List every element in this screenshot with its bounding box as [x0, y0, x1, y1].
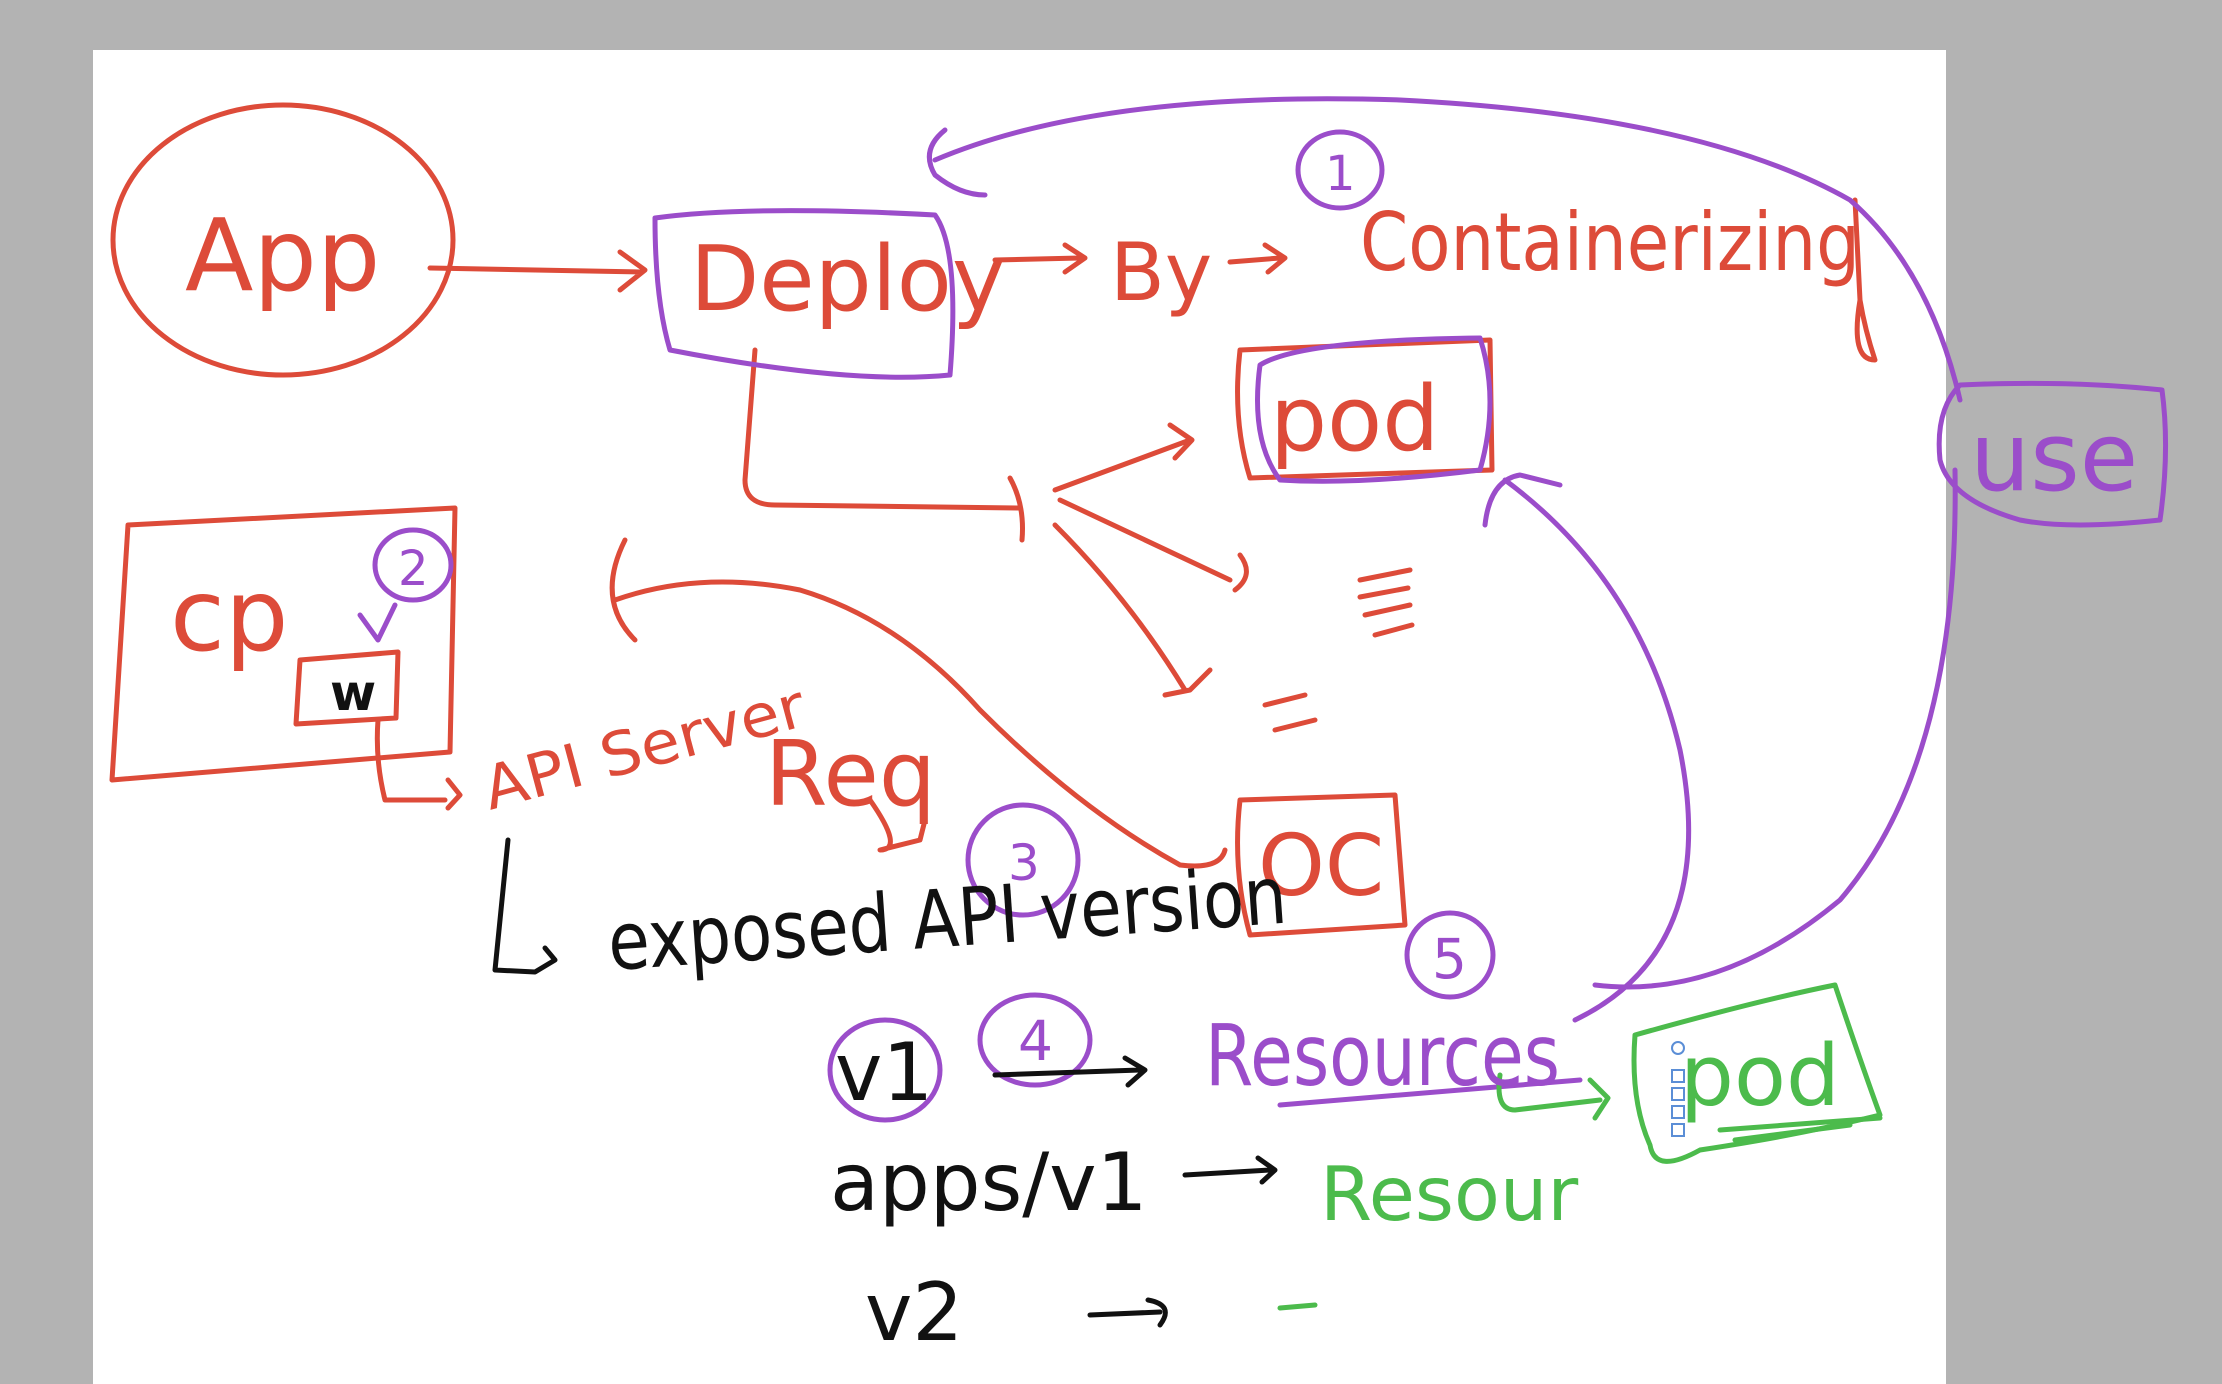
- label-containerizing: Containerizing: [1360, 196, 1860, 289]
- label-resour: Resour: [1320, 1150, 1578, 1238]
- fan-arrow-pod: [1052, 422, 1195, 493]
- label-apps-v1: apps/v1: [830, 1136, 1147, 1229]
- v1-circle: [827, 1017, 943, 1123]
- label-cp: cp: [170, 557, 288, 674]
- deploy-to-by-arrow: [992, 242, 1088, 275]
- exposed-bracket: [492, 837, 558, 975]
- by-to-containerizing-arrow: [1227, 242, 1288, 275]
- step-3-number: 3: [1008, 834, 1040, 892]
- label-v2: v2: [865, 1266, 963, 1359]
- label-app: App: [185, 197, 380, 314]
- step-4-circle: [977, 992, 1093, 1088]
- app-to-deploy-arrow: [427, 249, 648, 293]
- top-arc-to-containerizing: [926, 96, 1963, 403]
- containerizing-hook: [1852, 197, 1878, 363]
- cp-box: [109, 505, 458, 783]
- pod-purple-box: [1255, 335, 1493, 484]
- step-3-circle: [965, 802, 1081, 918]
- label-by: By: [1110, 226, 1212, 319]
- step-5-circle: [1404, 910, 1496, 1000]
- step-1-circle: [1295, 129, 1385, 211]
- oc-box: [1235, 792, 1408, 938]
- v1-arrow: [992, 1055, 1148, 1088]
- deploy-purple-box: [652, 208, 956, 380]
- label-pod-green: pod: [1680, 1027, 1840, 1126]
- deploy-down-line: [742, 347, 1025, 543]
- resources-underline: [1277, 1077, 1583, 1108]
- step-4-number: 4: [1018, 1009, 1053, 1073]
- apps-v1-arrow: [1182, 1155, 1278, 1185]
- selection-handles[interactable]: [1671, 1041, 1685, 1137]
- label-deploy: Deploy: [690, 227, 1005, 332]
- label-exposed-api-version: exposed API version: [605, 849, 1290, 989]
- use-box: [1936, 380, 2169, 528]
- whiteboard-page: [93, 50, 1946, 1384]
- v2-green-dash: [1277, 1302, 1318, 1311]
- resources-to-pod-green-arrow: [1496, 1072, 1611, 1121]
- req-to-oc-curve: [609, 537, 1228, 869]
- use-to-resources-line: [1592, 467, 1958, 990]
- label-api-server: API Server: [476, 671, 813, 824]
- label-pod-top: pod: [1270, 367, 1439, 472]
- label-cp-inner: w: [330, 664, 376, 722]
- step-2-circle: [372, 527, 454, 603]
- label-v1: v1: [835, 1026, 933, 1119]
- fan-arrow-mid: [1057, 497, 1249, 593]
- pod-red-box: [1235, 337, 1495, 481]
- equals-mark-2: [1262, 692, 1318, 733]
- label-req: Req: [765, 722, 936, 827]
- step-1-number: 1: [1325, 146, 1356, 202]
- step-5-number: 5: [1432, 927, 1467, 991]
- fan-arrow-low: [1052, 522, 1213, 698]
- cp-inner-box: [293, 649, 401, 727]
- label-oc: OC: [1258, 817, 1384, 916]
- equals-mark-1: [1357, 567, 1415, 638]
- label-resources: Resources: [1205, 1007, 1560, 1106]
- pod-green-underline: [1717, 1115, 1883, 1143]
- cp-to-api-arrow: [374, 717, 463, 811]
- req-tail: [867, 797, 928, 853]
- step-2-number: 2: [398, 541, 429, 597]
- v2-arrow: [1087, 1297, 1168, 1328]
- app-circle: [110, 102, 456, 378]
- label-use: use: [1970, 403, 2138, 513]
- step-2-check: [357, 602, 398, 643]
- resources-to-pod-line: [1482, 472, 1692, 1023]
